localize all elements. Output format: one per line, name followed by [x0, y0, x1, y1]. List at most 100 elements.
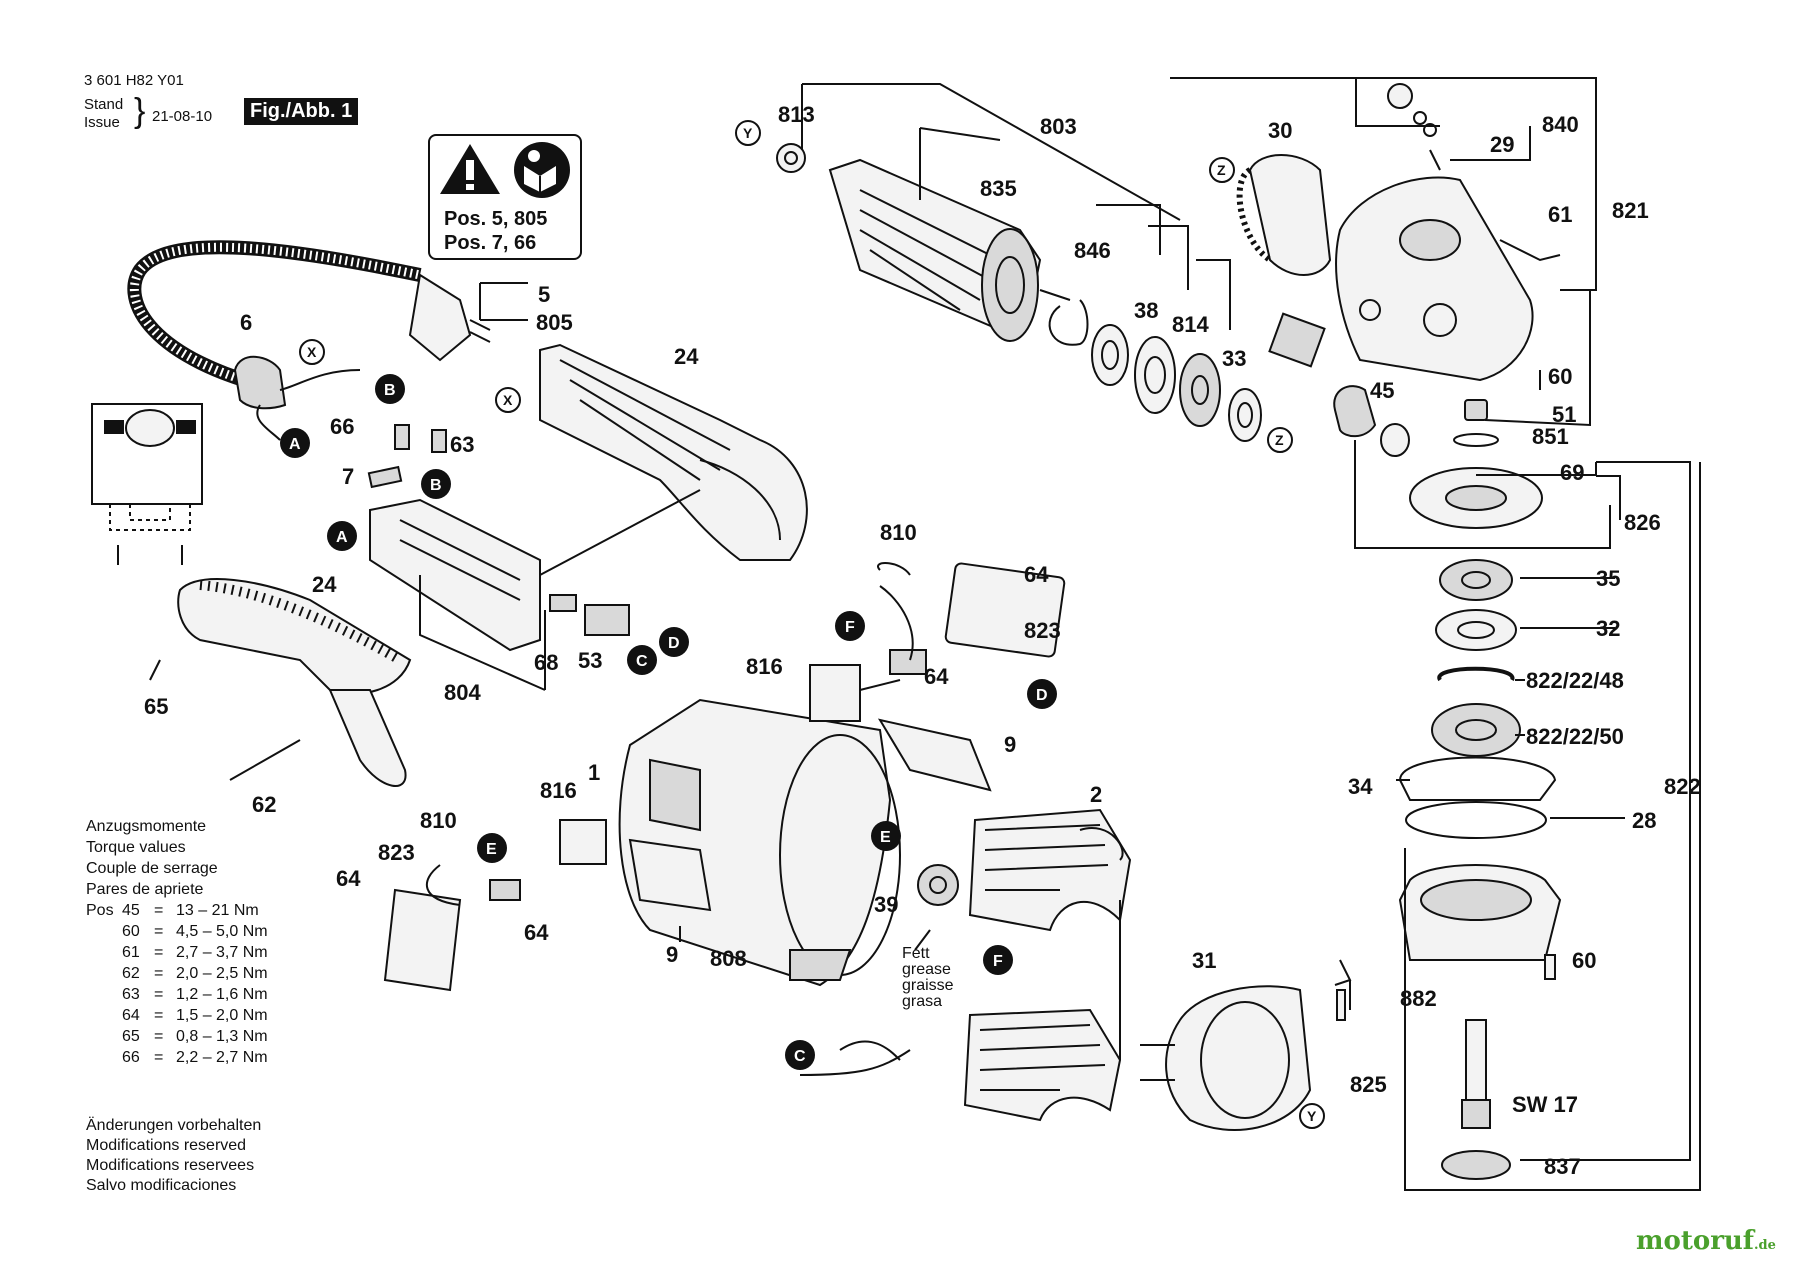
label-64-bottom: 64	[524, 920, 549, 945]
label-837: 837	[1544, 1154, 1581, 1179]
label-816-top: 816	[746, 654, 783, 679]
gear-housing	[1236, 83, 1561, 390]
label-2: 2	[1090, 782, 1102, 807]
svg-text:D: D	[1036, 687, 1048, 704]
label-64-top: 64	[1024, 562, 1049, 587]
label-30: 30	[1268, 118, 1292, 143]
label-822-22-50: 822/22/50	[1526, 724, 1624, 749]
motor-housing	[618, 698, 992, 987]
label-804: 804	[444, 680, 481, 705]
mods-es: Salvo modificaciones	[86, 1177, 237, 1194]
label-35: 35	[1596, 566, 1620, 591]
site-watermark: motoruf.de	[1636, 1226, 1776, 1256]
svg-text:Z: Z	[1275, 432, 1284, 448]
torque-row: 63 = 1,2 – 1,6 Nm	[86, 984, 268, 1005]
label-823-top: 823	[1024, 618, 1061, 643]
ref-z-bearing: Z	[1267, 427, 1293, 453]
torque-eq: =	[154, 1049, 164, 1066]
leader-51	[1484, 290, 1591, 427]
grease-fr: graisse	[902, 977, 954, 994]
issue-date: 21-08-10	[152, 108, 213, 125]
mods-de: Änderungen vorbehalten	[86, 1117, 262, 1134]
torque-pos: 64	[122, 1007, 140, 1024]
field-coil	[968, 808, 1132, 932]
label-66: 66	[330, 414, 354, 439]
leader-835	[919, 127, 1001, 141]
warning-line-2: Pos. 7, 66	[444, 232, 537, 254]
svg-text:Y: Y	[743, 125, 753, 141]
svg-text:F: F	[845, 619, 855, 636]
rear-cover	[1140, 985, 1312, 1131]
label-808: 808	[710, 946, 747, 971]
torque-row: 66=2,2 – 2,7 Nm	[86, 1047, 268, 1068]
torque-value: 13 – 21 Nm	[176, 902, 259, 919]
label-60-bottom: 60	[1572, 948, 1596, 973]
warning-icons	[440, 142, 570, 198]
torque-heading-es: Pares de apriete	[86, 881, 204, 898]
label-61: 61	[1548, 202, 1572, 227]
label-28: 28	[1632, 808, 1656, 833]
part-number: 3 601 H82 Y01	[84, 72, 184, 89]
figure-label: Fig./Abb. 1	[244, 98, 359, 125]
torque-value: 1,2 – 1,6 Nm	[176, 986, 268, 1003]
torque-pos: 66	[122, 1049, 140, 1066]
stand-label: Stand	[84, 96, 124, 113]
torque-eq: =	[154, 986, 164, 1003]
leader-826	[1354, 440, 1611, 549]
label-835: 835	[980, 176, 1017, 201]
torque-value: 2,0 – 2,5 Nm	[176, 965, 268, 982]
grease-leader	[914, 929, 931, 951]
label-51: 51	[1552, 402, 1576, 427]
svg-text:A: A	[289, 436, 301, 453]
brace-icon: }	[134, 92, 146, 130]
mods-fr: Modifications reservees	[86, 1157, 255, 1174]
label-39: 39	[874, 892, 898, 917]
label-805: 805	[536, 310, 573, 335]
label-816-bottom: 816	[540, 778, 577, 803]
power-cord	[127, 240, 491, 441]
label-823-bottom: 823	[378, 840, 415, 865]
mods-en: Modifications reserved	[86, 1137, 247, 1154]
svg-text:B: B	[384, 382, 396, 399]
grease-en: grease	[902, 961, 951, 978]
ref-y-cover: Y	[1299, 1103, 1325, 1129]
label-822-22-48: 822/22/48	[1526, 668, 1624, 693]
torque-eq: =	[154, 902, 164, 919]
torque-table: Anzugsmomente Torque values Couple de se…	[86, 816, 268, 1068]
grease-es: grasa	[902, 993, 942, 1010]
svg-text:D: D	[668, 635, 680, 652]
ref-z-top: Z	[1209, 157, 1235, 183]
torque-pos: 60	[122, 923, 140, 940]
warning-triangle-icon	[440, 144, 500, 194]
torque-pos: 61	[122, 944, 140, 961]
label-64-left: 64	[336, 866, 361, 891]
wiring-schematic	[91, 403, 203, 565]
leader-825-box	[1404, 462, 1701, 1191]
watermark-suffix: .de	[1754, 1238, 1776, 1253]
leader-826b	[1596, 475, 1621, 520]
connector-b-switch: B	[421, 469, 451, 499]
svg-text:C: C	[636, 653, 648, 670]
svg-text:Z: Z	[1217, 162, 1226, 178]
label-9-right: 9	[1004, 732, 1016, 757]
label-45: 45	[1370, 378, 1394, 403]
brush-holder-top	[809, 562, 1066, 722]
spindle-assembly	[1334, 399, 1562, 1180]
torque-eq: =	[154, 923, 164, 940]
label-1: 1	[588, 760, 600, 785]
torque-pos: 63	[122, 986, 140, 1003]
ref-x-housing: X	[495, 387, 521, 413]
grease-de: Fett	[902, 945, 930, 962]
leader-821	[1170, 77, 1597, 291]
connector-e-coil: E	[871, 821, 901, 851]
pinion-gear	[1333, 385, 1410, 457]
torque-value: 2,7 – 3,7 Nm	[176, 944, 268, 961]
label-62: 62	[252, 792, 276, 817]
torque-pos: 65	[122, 1028, 140, 1045]
connector-d-switch: D	[659, 627, 689, 657]
rear-housing	[539, 343, 808, 561]
